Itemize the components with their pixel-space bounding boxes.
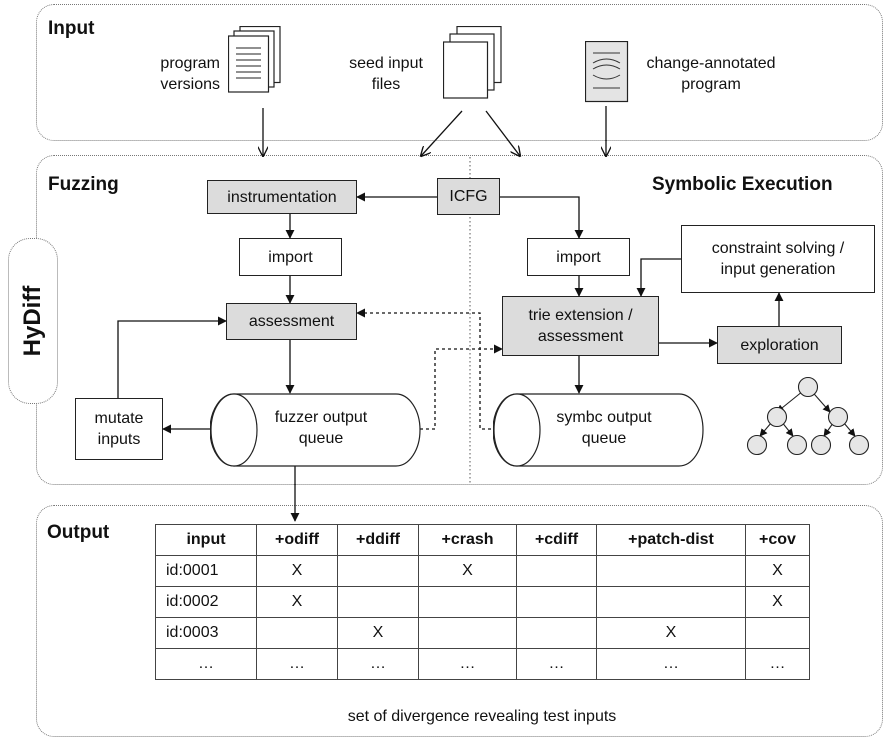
table-cell [596, 586, 746, 618]
change-annotated-line-2: program [681, 76, 741, 93]
table-cell [418, 617, 517, 649]
sync-fuzzer-to-symbc [420, 344, 503, 430]
program-versions-label: program versions [120, 53, 220, 95]
hydiff-label: HyDiff [8, 238, 58, 404]
fuzz-import-box: import [239, 238, 342, 276]
sync-symbc-to-fuzzer [356, 308, 497, 430]
output-table: input +odiff +ddiff +crash +cdiff +patch… [155, 524, 810, 680]
change-annotated-program-label: change-annotated program [636, 53, 786, 95]
trie-extension-box: trie extension / assessment [502, 296, 659, 356]
seed-files-icon [443, 26, 502, 99]
hydiff-text: HyDiff [19, 285, 46, 357]
table-cell: X [745, 586, 810, 618]
program-versions-icon [228, 26, 281, 93]
table-cell: … [256, 648, 338, 680]
tree-icon [746, 376, 870, 456]
header-input: input [155, 524, 257, 556]
table-cell: X [745, 555, 810, 587]
mutate-inputs-box: mutate inputs [75, 398, 163, 460]
seed-input-files-line-1: seed input [349, 55, 423, 72]
fuzzer-queue-line-2: queue [298, 430, 344, 447]
icfg-box: ICFG [437, 178, 500, 215]
table-cell: id:0001 [155, 555, 257, 587]
program-versions-line-2: versions [160, 76, 220, 93]
table-cell [337, 555, 419, 587]
table-cell [516, 617, 597, 649]
header-cov: +cov [745, 524, 810, 556]
table-cell: … [337, 648, 419, 680]
sym-import-box: import [527, 238, 630, 276]
table-cell [418, 586, 517, 618]
output-title: Output [47, 522, 110, 543]
table-row: … … … … … … … [155, 648, 810, 680]
assessment-box: assessment [226, 303, 357, 340]
change-annotated-program-icon [585, 41, 629, 103]
input-panel [36, 4, 883, 141]
table-cell: … [596, 648, 746, 680]
table-cell: … [418, 648, 517, 680]
output-panel [36, 505, 883, 737]
table-row: id:0003 X X [155, 617, 810, 649]
constraint-line-2: input generation [720, 261, 836, 278]
fuzzer-queue-label: fuzzer output queue [246, 407, 396, 449]
fuzzing-title: Fuzzing [48, 174, 119, 195]
table-cell: … [745, 648, 810, 680]
table-header-row: input +odiff +ddiff +crash +cdiff +patch… [155, 524, 810, 556]
header-crash: +crash [418, 524, 517, 556]
change-annotated-line-1: change-annotated [646, 55, 776, 72]
header-cdiff: +cdiff [516, 524, 597, 556]
table-cell: id:0002 [155, 586, 257, 618]
table-cell: X [596, 617, 746, 649]
symbolic-title: Symbolic Execution [652, 174, 833, 195]
constraint-line-1: constraint solving / [711, 240, 845, 257]
symbc-queue-line-1: symbc output [556, 409, 652, 426]
table-cell: X [418, 555, 517, 587]
arrow-icfg-import-sym [500, 196, 584, 239]
table-cell [516, 555, 597, 587]
header-ddiff: +ddiff [337, 524, 419, 556]
symbc-queue-cylinder [493, 393, 704, 467]
table-cell [745, 617, 810, 649]
table-cell [596, 555, 746, 587]
trie-line-1: trie extension / [528, 307, 633, 324]
mutate-line-2: inputs [97, 431, 141, 448]
arrow-seed-left [421, 110, 463, 156]
header-patch-dist: +patch-dist [596, 524, 746, 556]
seed-input-files-line-2: files [371, 76, 401, 93]
arrow-constraint-trie [636, 258, 681, 297]
table-cell [256, 617, 338, 649]
header-odiff: +odiff [256, 524, 338, 556]
table-cell: X [256, 586, 338, 618]
mutate-line-1: mutate [94, 410, 144, 427]
fuzzer-queue-cylinder [210, 393, 421, 467]
fuzzer-queue-line-1: fuzzer output [274, 409, 368, 426]
output-caption: set of divergence revealing test inputs [347, 708, 617, 725]
table-cell [516, 586, 597, 618]
arrow-mutate-assessment [117, 316, 227, 398]
input-title: Input [48, 18, 95, 39]
program-versions-line-1: program [160, 55, 220, 72]
symbc-queue-line-2: queue [581, 430, 627, 447]
table-row: id:0001 X X X [155, 555, 810, 587]
symbc-queue-label: symbc output queue [529, 407, 679, 449]
table-cell [337, 586, 419, 618]
table-row: id:0002 X X [155, 586, 810, 618]
arrow-seed-right [485, 110, 520, 156]
table-cell: X [256, 555, 338, 587]
table-cell: … [516, 648, 597, 680]
trie-line-2: assessment [537, 328, 624, 345]
constraint-solving-box: constraint solving / input generation [681, 225, 875, 293]
exploration-box: exploration [717, 326, 842, 364]
seed-input-files-label: seed input files [338, 53, 434, 95]
table-cell: id:0003 [155, 617, 257, 649]
table-cell: … [155, 648, 257, 680]
instrumentation-box: instrumentation [207, 180, 357, 214]
table-cell: X [337, 617, 419, 649]
